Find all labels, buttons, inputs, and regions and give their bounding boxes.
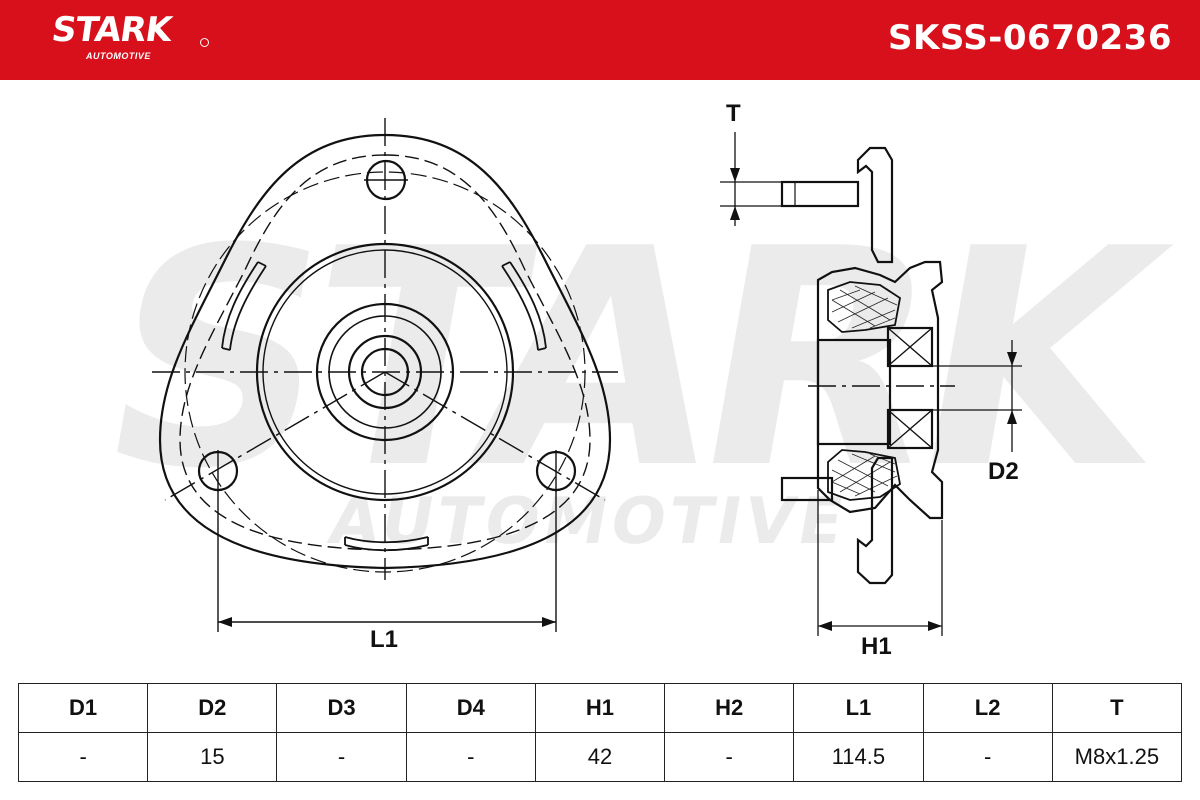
specs-header-row: D1 D2 D3 D4 H1 H2 L1 L2 T [17,683,1183,733]
rubber-bushing-bottom [827,449,901,501]
center-line-diag-right [384,371,606,501]
spec-header: L1 [793,683,924,733]
slot-bottom [344,536,429,552]
registered-mark-icon [200,38,209,47]
specs-value-row: - 15 - - 42 - 114.5 - M8x1.25 [17,732,1183,782]
spec-value: 42 [534,732,666,782]
spec-value: - [405,732,536,782]
bearing-box-top [886,326,934,368]
brand-subtitle: AUTOMOTIVE [86,51,151,61]
spec-value: - [276,732,407,782]
bearing-box-bottom [886,408,934,450]
spec-value: 15 [147,732,278,782]
slot-right [501,261,547,351]
spec-header: D4 [405,683,536,733]
lower-flange [856,456,894,585]
rubber-bushing-top [827,281,901,333]
spec-header: D1 [17,683,149,733]
spec-header: L2 [922,683,1053,733]
spec-value: M8x1.25 [1051,732,1183,782]
slot-left [221,261,267,351]
spec-header: H1 [534,683,666,733]
header-bar: STARK AUTOMOTIVE SKSS-0670236 [0,0,1200,80]
spec-header: T [1051,683,1183,733]
spec-value: - [17,732,149,782]
center-line-diag-left [164,371,386,501]
upper-flange [856,146,894,264]
housing-outline [816,260,944,520]
d2-label: D2 [988,458,1019,485]
h1-label: H1 [861,633,892,660]
spec-value: 114.5 [793,732,924,782]
t-label: T [726,100,741,127]
stud-top [780,180,860,208]
spec-value: - [922,732,1053,782]
spec-header: D3 [276,683,407,733]
specs-table: D1 D2 D3 D4 H1 H2 L1 L2 T - 15 - - 42 - … [17,683,1183,782]
l1-label: L1 [370,626,399,653]
spec-header: D2 [147,683,278,733]
part-number: SKSS-0670236 [888,18,1172,58]
stud-bottom [780,476,834,502]
mount-inner-dashed [179,154,591,551]
spec-value: - [664,732,795,782]
brand-logo: STARK [49,10,174,50]
spec-header: H2 [664,683,795,733]
technical-drawing [152,118,1022,636]
inner-sleeve [816,338,892,446]
